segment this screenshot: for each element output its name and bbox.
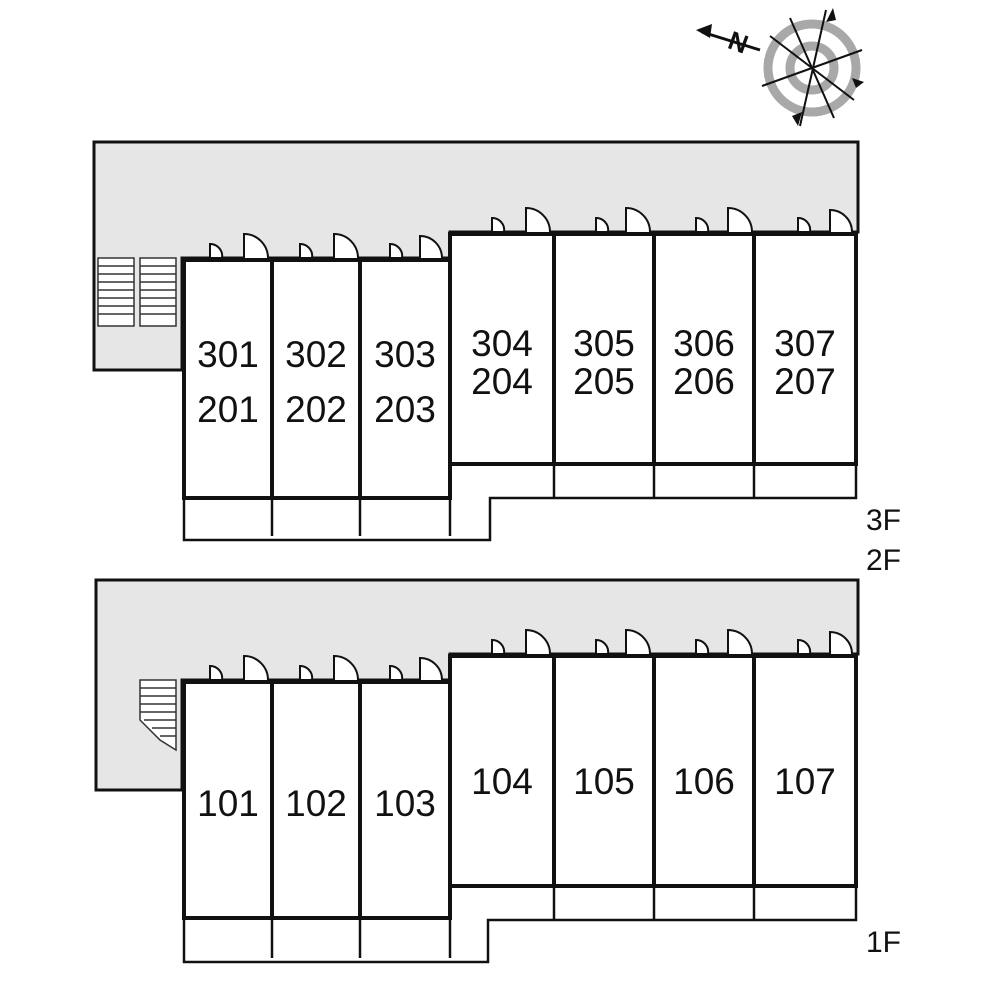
unit-label-204: 204 xyxy=(471,361,533,402)
unit-label-306: 306 xyxy=(673,323,735,364)
unit-label-303: 303 xyxy=(374,334,436,375)
unit-box-103 xyxy=(358,680,452,920)
unit-box-102 xyxy=(270,680,362,920)
unit-label-103: 103 xyxy=(374,783,436,824)
compass-rose-icon xyxy=(696,8,864,127)
unit-label-101: 101 xyxy=(197,783,259,824)
unit-box-101 xyxy=(182,680,274,920)
floor-label-1f: 1F xyxy=(866,926,901,959)
upper-doors xyxy=(209,206,853,259)
unit-label-301: 301 xyxy=(197,334,259,375)
unit-box-306 xyxy=(652,232,756,466)
unit-box-303 xyxy=(358,258,452,500)
floor-label-3f: 3F xyxy=(866,504,901,537)
unit-label-106: 106 xyxy=(673,761,735,802)
lower-staircase xyxy=(139,679,177,752)
unit-label-307: 307 xyxy=(774,323,836,364)
upper-staircase xyxy=(97,257,177,327)
unit-box-104 xyxy=(448,654,556,888)
unit-box-107 xyxy=(752,654,858,888)
unit-box-105 xyxy=(552,654,656,888)
unit-box-304 xyxy=(448,232,556,466)
floor-label-2f: 2F xyxy=(866,544,901,577)
compass-north-letter: N xyxy=(724,25,752,60)
lower-balcony xyxy=(182,886,858,964)
unit-label-105: 105 xyxy=(573,761,635,802)
unit-label-304: 304 xyxy=(471,323,533,364)
unit-box-301 xyxy=(182,258,274,500)
unit-label-107: 107 xyxy=(774,761,836,802)
compass: N xyxy=(696,8,864,127)
unit-label-104: 104 xyxy=(471,761,533,802)
unit-label-305: 305 xyxy=(573,323,635,364)
unit-label-202: 202 xyxy=(285,389,347,430)
unit-box-307 xyxy=(752,232,858,466)
upper-balcony xyxy=(182,464,858,542)
lower-doors xyxy=(209,628,853,681)
unit-box-305 xyxy=(552,232,656,466)
unit-label-102: 102 xyxy=(285,783,347,824)
unit-label-207: 207 xyxy=(774,361,836,402)
unit-label-205: 205 xyxy=(573,361,635,402)
unit-label-201: 201 xyxy=(197,389,259,430)
unit-label-302: 302 xyxy=(285,334,347,375)
unit-label-203: 203 xyxy=(374,389,436,430)
unit-label-206: 206 xyxy=(673,361,735,402)
lower-floor-plan: 101 102 103 104 105 106 107 1F xyxy=(94,578,901,964)
unit-box-106 xyxy=(652,654,756,888)
unit-box-302 xyxy=(270,258,362,500)
upper-floor-plan: 301 201 302 202 303 203 304 204 305 205 … xyxy=(92,140,901,577)
